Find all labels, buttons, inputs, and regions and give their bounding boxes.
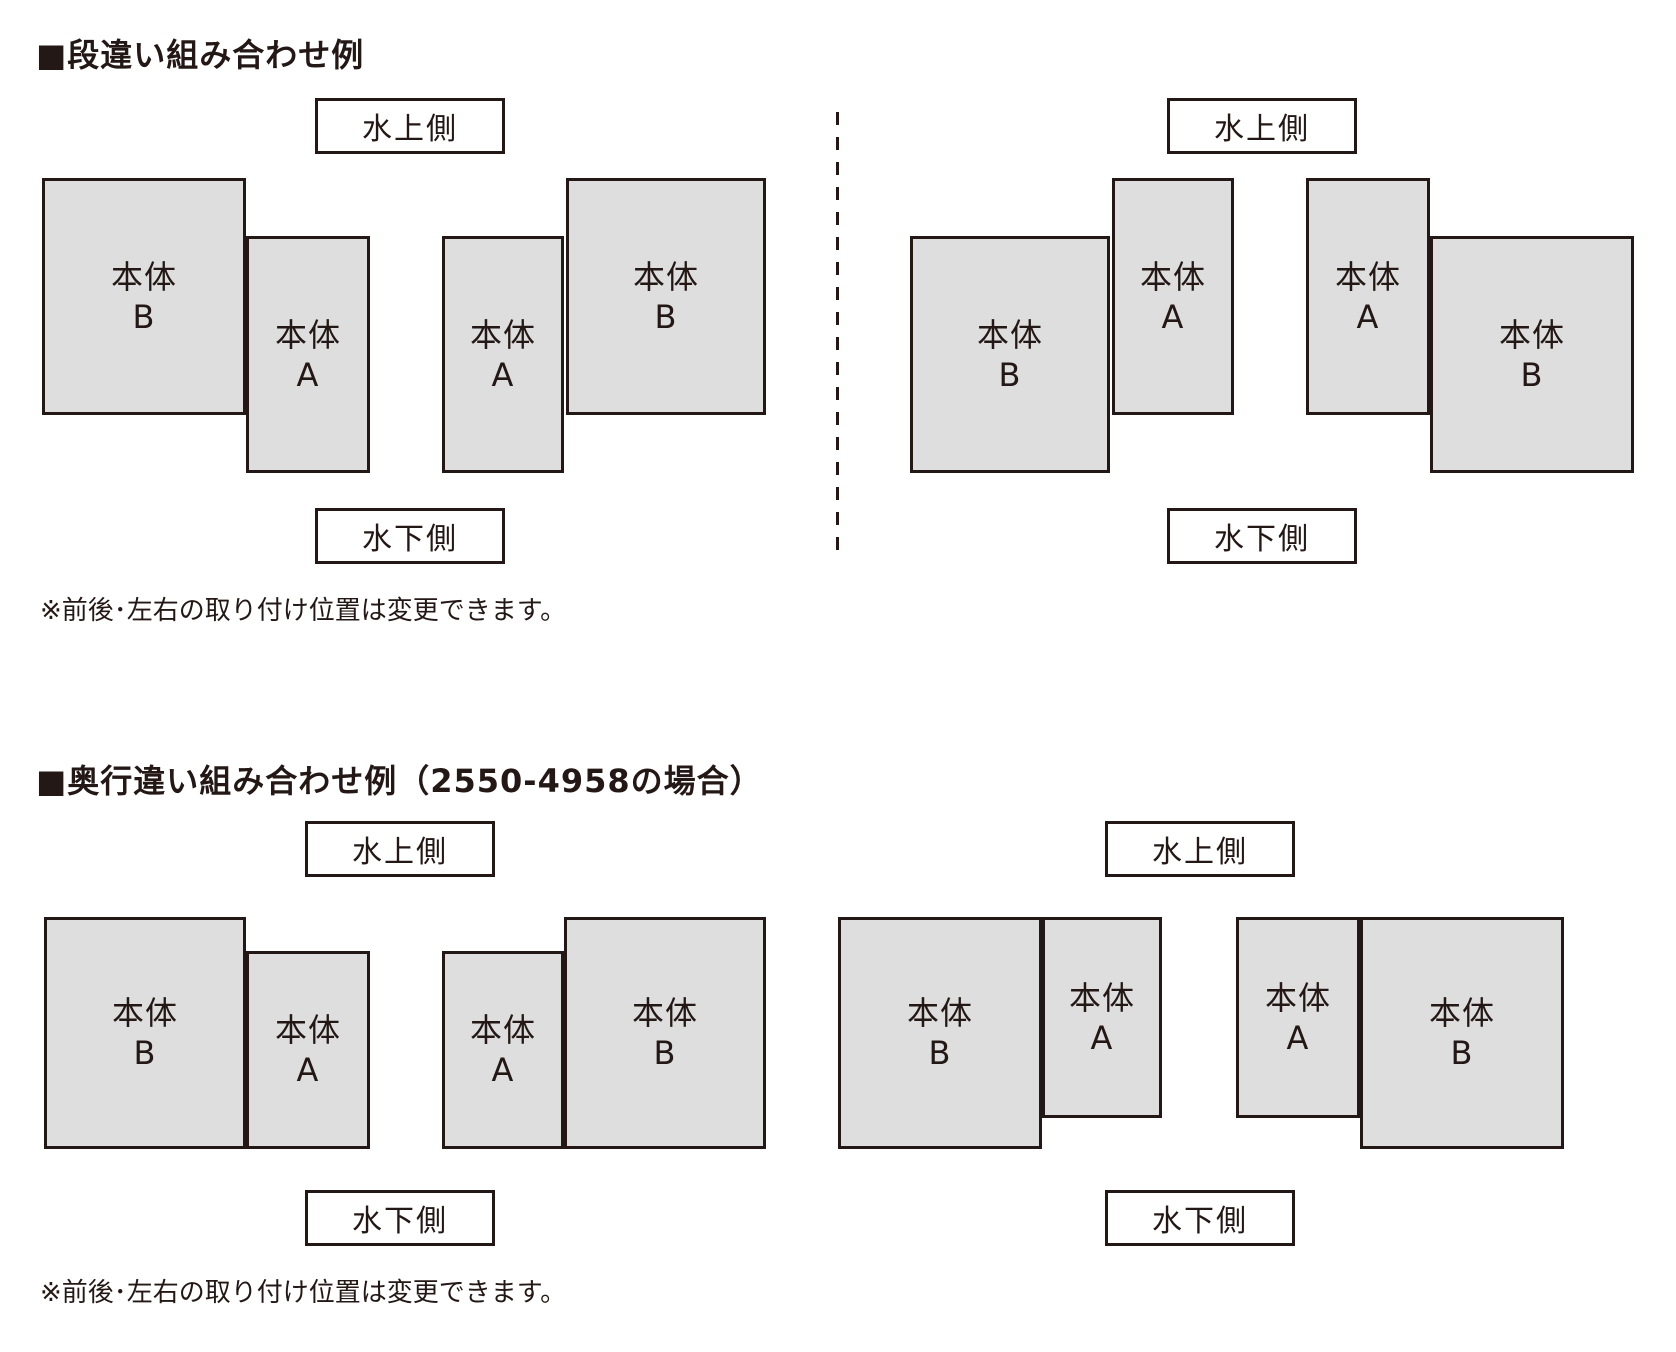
downstream-side-label: 水下側 [1167, 508, 1357, 564]
unit-label: 本体 B [111, 257, 177, 337]
unit-name: 本体 [1264, 978, 1331, 1017]
unit-rect-a: 本体 A [246, 236, 370, 473]
unit-name: 本体 [1334, 257, 1401, 296]
unit-label: 本体 A [470, 1010, 536, 1090]
unit-label: 本体 A [1335, 257, 1401, 337]
upstream-side-label: 水上側 [315, 98, 505, 154]
unit-name: 本体 [1498, 315, 1565, 354]
unit-label: 本体 B [632, 993, 698, 1073]
unit-variant: A [1161, 297, 1185, 336]
unit-label: 本体 B [112, 993, 178, 1073]
unit-label: 本体 A [1140, 257, 1206, 337]
unit-name: 本体 [111, 994, 178, 1032]
unit-name: 本体 [469, 315, 536, 354]
unit-variant: B [133, 1034, 157, 1072]
unit-label: 本体 B [1429, 993, 1495, 1073]
unit-rect-b: 本体 B [564, 917, 766, 1149]
unit-label: 本体 A [470, 315, 536, 395]
downstream-side-label: 水下側 [1105, 1190, 1295, 1246]
section2-note: ※前後･左右の取り付け位置は変更できます。 [40, 1278, 567, 1308]
upstream-side-label: 水上側 [305, 821, 495, 877]
unit-variant: B [653, 1034, 677, 1072]
unit-rect-b: 本体 B [1430, 236, 1634, 473]
unit-label: 本体 B [633, 257, 699, 337]
unit-rect-b: 本体 B [42, 178, 246, 415]
unit-variant: A [491, 355, 515, 394]
unit-name: 本体 [906, 994, 973, 1032]
unit-label: 本体 A [1265, 978, 1331, 1058]
unit-rect-a: 本体 A [442, 236, 564, 473]
unit-rect-a: 本体 A [1042, 917, 1162, 1118]
unit-name: 本体 [469, 1011, 536, 1049]
upstream-side-label: 水上側 [1105, 821, 1295, 877]
unit-name: 本体 [1139, 257, 1206, 296]
unit-rect-a: 本体 A [246, 951, 370, 1149]
unit-label: 本体 B [977, 315, 1043, 395]
unit-label: 本体 A [1069, 978, 1135, 1058]
unit-variant: A [491, 1051, 515, 1089]
unit-variant: B [1450, 1034, 1474, 1072]
unit-label: 本体 A [275, 315, 341, 395]
unit-variant: B [928, 1034, 952, 1072]
unit-variant: B [654, 297, 678, 336]
unit-variant: A [1286, 1018, 1310, 1057]
upstream-side-label: 水上側 [1167, 98, 1357, 154]
unit-variant: A [1356, 297, 1380, 336]
unit-variant: B [1520, 355, 1544, 394]
unit-rect-a: 本体 A [1112, 178, 1234, 415]
unit-label: 本体 B [907, 993, 973, 1073]
downstream-side-label: 水下側 [305, 1190, 495, 1246]
section2-title: ■奥行違い組み合わせ例（2550-4958の場合） [36, 762, 763, 800]
section1-title: ■段違い組み合わせ例 [36, 36, 365, 74]
dashed-divider-line [836, 112, 839, 560]
unit-label: 本体 B [1499, 315, 1565, 395]
unit-rect-a: 本体 A [1236, 917, 1360, 1118]
unit-name: 本体 [631, 994, 698, 1032]
section1-note: ※前後･左右の取り付け位置は変更できます。 [40, 596, 567, 626]
unit-name: 本体 [976, 315, 1043, 354]
unit-name: 本体 [110, 257, 177, 296]
unit-label: 本体 A [275, 1010, 341, 1090]
unit-rect-b: 本体 B [566, 178, 766, 415]
unit-variant: B [132, 297, 156, 336]
unit-name: 本体 [1428, 994, 1495, 1032]
unit-name: 本体 [274, 1011, 341, 1049]
unit-variant: A [1090, 1018, 1114, 1057]
unit-variant: A [296, 1051, 320, 1089]
unit-variant: A [296, 355, 320, 394]
unit-name: 本体 [1068, 978, 1135, 1017]
unit-rect-b: 本体 B [910, 236, 1110, 473]
unit-rect-a: 本体 A [442, 951, 564, 1149]
unit-rect-a: 本体 A [1306, 178, 1430, 415]
unit-rect-b: 本体 B [44, 917, 246, 1149]
unit-name: 本体 [274, 315, 341, 354]
unit-variant: B [998, 355, 1022, 394]
unit-name: 本体 [632, 257, 699, 296]
unit-rect-b: 本体 B [1360, 917, 1564, 1149]
downstream-side-label: 水下側 [315, 508, 505, 564]
unit-rect-b: 本体 B [838, 917, 1042, 1149]
